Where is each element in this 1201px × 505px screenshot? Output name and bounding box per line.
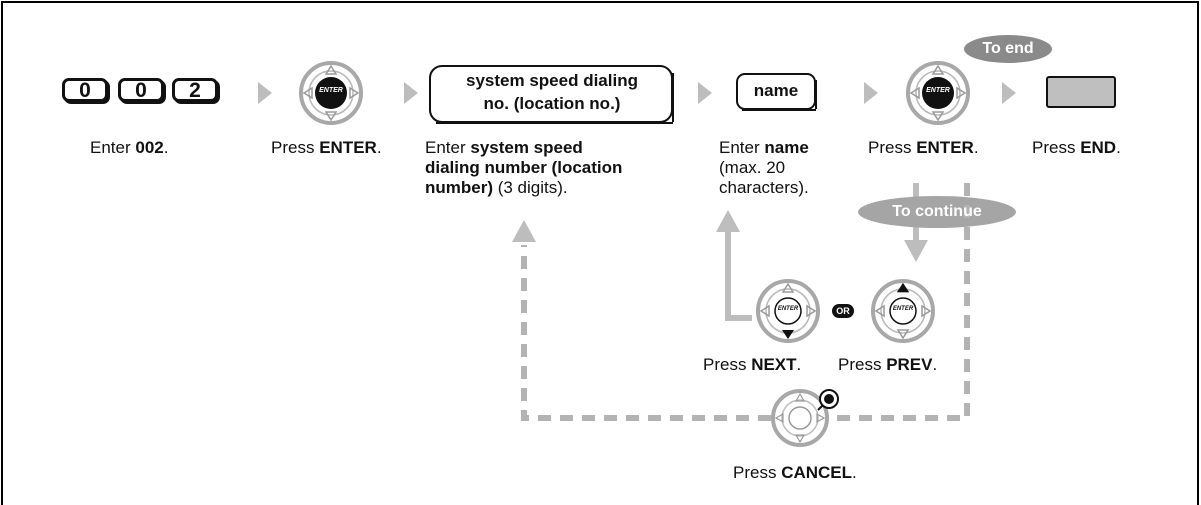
flow-arrow-2 — [404, 82, 418, 104]
name-return-arrow — [716, 210, 740, 232]
step-enter-name: Enter name (max. 20 characters). — [719, 138, 809, 197]
digit-key-0: 0 — [62, 78, 108, 102]
step-press-prev: Press PREV. — [838, 355, 938, 374]
enter-key-label-1: ENTER — [319, 87, 343, 94]
enter-key-icon-2 — [906, 61, 970, 125]
enter-key-icon-1 — [299, 61, 363, 125]
digit-key-1: 0 — [118, 78, 164, 102]
to-continue-pill — [858, 196, 1016, 228]
flow-arrow-5 — [1002, 82, 1016, 104]
next-key-label: ENTER — [777, 306, 799, 312]
to-end-label: To end — [982, 40, 1034, 57]
cancel-key-icon — [771, 389, 829, 447]
step-press-cancel: Press CANCEL. — [733, 463, 857, 482]
name-box-text: name — [753, 81, 799, 100]
end-key-icon — [1046, 76, 1116, 108]
prev-key-label: ENTER — [892, 306, 914, 312]
step-press-next: Press NEXT. — [703, 355, 802, 374]
or-badge: OR — [832, 304, 854, 318]
speed-dial-box-line2: no. (location no.) — [483, 94, 621, 113]
speed-dial-return-arrow — [512, 220, 536, 242]
flow-arrow-4 — [864, 82, 878, 104]
cancel-loop-path — [832, 183, 970, 421]
to-continue-arrow — [904, 240, 928, 262]
to-end-pill — [964, 35, 1052, 63]
step-press-end: Press END. — [1032, 138, 1121, 157]
flow-arrow-3 — [698, 82, 712, 104]
next-key-icon — [756, 279, 820, 343]
step-enter-002: Enter 002. — [90, 138, 169, 157]
flow-arrow-1 — [258, 82, 272, 104]
step-press-enter-2: Press ENTER. — [868, 138, 979, 157]
prev-key-icon — [871, 279, 935, 343]
speed-dial-box-line1: system speed dialing — [466, 71, 638, 90]
step-press-enter-1: Press ENTER. — [271, 138, 382, 157]
cancel-hook-icon — [817, 389, 839, 411]
to-continue-label: To continue — [892, 203, 982, 220]
step-enter-speed-dial: Enter system speed dialing number (locat… — [425, 138, 623, 197]
digit-key-2: 2 — [172, 78, 218, 102]
enter-key-label-2: ENTER — [926, 87, 950, 94]
